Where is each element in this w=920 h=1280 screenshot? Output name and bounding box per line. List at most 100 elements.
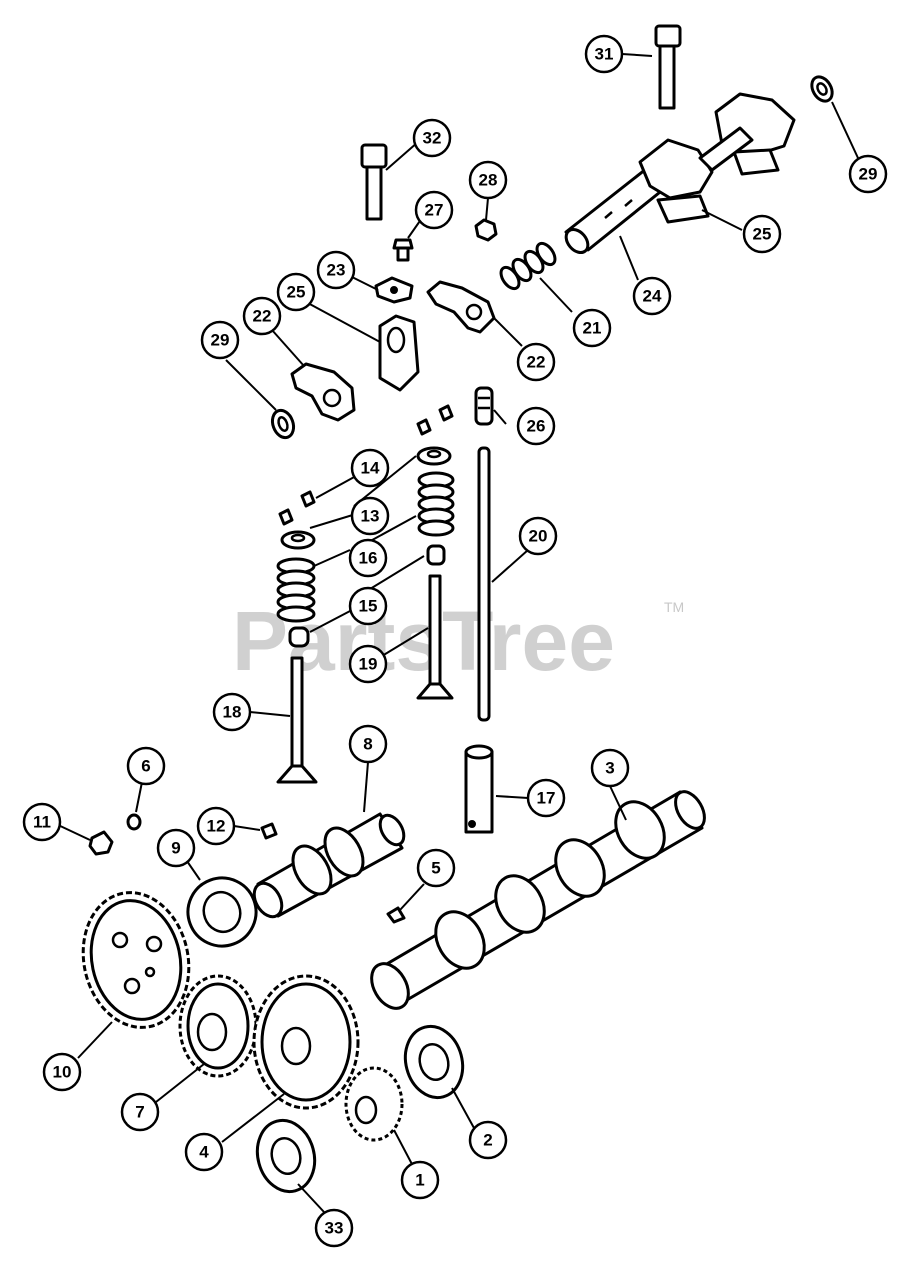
svg-text:13: 13 <box>361 507 380 526</box>
callout-3: 3 <box>590 748 630 788</box>
svg-text:31: 31 <box>595 45 614 64</box>
part-10-gear <box>81 891 191 1029</box>
svg-text:27: 27 <box>425 201 444 220</box>
part-1-gear <box>344 1066 404 1142</box>
callout-22: 22 <box>242 296 282 336</box>
svg-text:7: 7 <box>135 1103 144 1122</box>
svg-text:22: 22 <box>253 307 272 326</box>
callout-10: 10 <box>42 1052 82 1092</box>
part-22-rocker-arm-center <box>426 280 496 334</box>
part-29-washer-left <box>270 408 296 440</box>
part-22-rocker-arm-left <box>290 362 356 422</box>
svg-text:4: 4 <box>199 1143 209 1162</box>
part-7-gear <box>178 974 258 1078</box>
part-12-key <box>260 822 278 840</box>
svg-text:33: 33 <box>325 1219 344 1238</box>
svg-text:14: 14 <box>361 459 380 478</box>
part-28-nut <box>474 218 498 242</box>
part-26-guide <box>474 386 494 426</box>
part-13-retainer-left <box>280 530 316 550</box>
part-32-bolt <box>360 143 388 221</box>
part-9-bearing <box>186 876 258 948</box>
callout-5: 5 <box>416 848 456 888</box>
part-16-spring-right <box>417 471 455 537</box>
callout-7: 7 <box>120 1092 160 1132</box>
part-27-screw <box>392 238 414 262</box>
callout-31: 31 <box>584 34 624 74</box>
callout-26: 26 <box>516 406 556 446</box>
callout-19: 19 <box>348 644 388 684</box>
part-31-bolt <box>654 24 682 110</box>
part-29-washer-right <box>810 75 834 103</box>
svg-text:11: 11 <box>33 813 51 832</box>
part-14-keepers <box>278 404 454 526</box>
svg-text:29: 29 <box>859 165 878 184</box>
svg-text:8: 8 <box>363 735 372 754</box>
part-20-push-rod <box>477 446 491 722</box>
svg-text:23: 23 <box>327 261 346 280</box>
callout-8: 8 <box>348 724 388 764</box>
svg-text:1: 1 <box>415 1171 424 1190</box>
part-17-tappet <box>464 744 494 834</box>
part-23-clip <box>374 276 414 304</box>
part-6-washer <box>126 813 142 831</box>
callout-33: 33 <box>314 1208 354 1248</box>
callout-17: 17 <box>526 778 566 818</box>
callout-21: 21 <box>572 308 612 348</box>
callout-32: 32 <box>412 118 452 158</box>
svg-text:15: 15 <box>359 597 378 616</box>
callout-6: 6 <box>126 746 166 786</box>
svg-text:16: 16 <box>359 549 378 568</box>
svg-text:9: 9 <box>171 839 180 858</box>
part-8-balance-shaft <box>252 812 406 919</box>
callout-15: 15 <box>348 586 388 626</box>
svg-text:19: 19 <box>359 655 378 674</box>
part-3-camshaft <box>370 790 706 1010</box>
watermark-trademark: TM <box>664 599 684 615</box>
svg-text:18: 18 <box>223 703 242 722</box>
callout-25: 25 <box>276 272 316 312</box>
svg-text:22: 22 <box>527 353 546 372</box>
part-33-bearing <box>255 1118 317 1194</box>
leader-lines <box>55 53 859 1213</box>
callout-28: 28 <box>468 160 508 200</box>
part-13-retainer-right <box>416 446 452 466</box>
svg-text:2: 2 <box>483 1131 492 1150</box>
callout-16: 16 <box>348 538 388 578</box>
svg-text:10: 10 <box>53 1063 72 1082</box>
callout-13: 13 <box>350 496 390 536</box>
callout-20: 20 <box>518 516 558 556</box>
svg-text:21: 21 <box>583 319 602 338</box>
svg-text:28: 28 <box>479 171 498 190</box>
callout-27: 27 <box>414 190 454 230</box>
svg-text:17: 17 <box>537 789 556 808</box>
svg-text:6: 6 <box>141 757 150 776</box>
callout-14: 14 <box>350 448 390 488</box>
callout-2: 2 <box>468 1120 508 1160</box>
callout-11: 11 <box>22 802 62 842</box>
svg-text:12: 12 <box>207 817 226 836</box>
svg-text:24: 24 <box>643 287 662 306</box>
part-4-gear <box>252 974 360 1110</box>
part-2-bearing <box>403 1024 465 1100</box>
svg-text:5: 5 <box>431 859 440 878</box>
callout-23: 23 <box>316 250 356 290</box>
part-19-valve <box>416 574 454 700</box>
callout-1: 1 <box>400 1160 440 1200</box>
callout-25: 25 <box>742 214 782 254</box>
part-5-key <box>386 906 406 924</box>
part-25-rocker-bracket-center <box>378 314 420 392</box>
part-21-spring <box>499 241 557 291</box>
part-15-seal-left <box>288 626 310 648</box>
svg-text:26: 26 <box>527 417 546 436</box>
svg-text:32: 32 <box>423 129 442 148</box>
part-25-rocker-bracket-right <box>638 92 796 224</box>
part-16-spring-left <box>276 557 316 623</box>
callout-9: 9 <box>156 828 196 868</box>
part-18-valve <box>276 656 318 784</box>
callout-18: 18 <box>212 692 252 732</box>
svg-text:29: 29 <box>211 331 230 350</box>
svg-text:3: 3 <box>605 759 614 778</box>
svg-text:25: 25 <box>287 283 306 302</box>
